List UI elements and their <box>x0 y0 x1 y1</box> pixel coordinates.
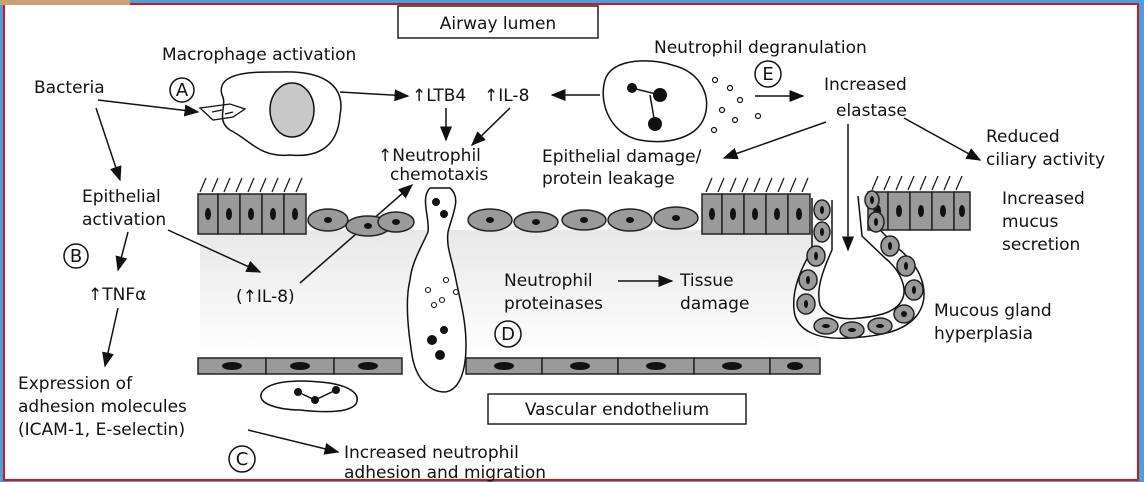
increased-adhesion-label-2: adhesion and migration <box>344 463 546 482</box>
marker-c-label: C <box>236 449 249 470</box>
il8-top-label: ↑IL-8 <box>484 86 529 106</box>
increased-elastase-label-1: Increased <box>824 75 907 95</box>
mucous-gland-label-1: Mucous gland <box>934 301 1052 321</box>
epithelial-activation-label-2: activation <box>82 210 166 230</box>
expression-label-3: (ICAM-1, E-selectin) <box>18 420 185 440</box>
marker-a-label: A <box>176 80 189 101</box>
migrating-neutrophil-lobe <box>427 335 437 345</box>
tnf-label: ↑TNFα <box>88 285 146 305</box>
vessel-neutrophil <box>261 381 357 412</box>
migrating-neutrophil-lobe <box>435 350 445 360</box>
mucous-gland-label-2: hyperplasia <box>934 324 1033 344</box>
ltb4-label: ↑LTB4 <box>412 86 466 106</box>
increased-mucus-label-1: Increased <box>1002 189 1085 209</box>
tissue-damage-label-2: damage <box>680 294 749 314</box>
reduced-ciliary-label-2: ciliary activity <box>986 150 1105 170</box>
neutrophil-proteinases-label-1: Neutrophil <box>504 271 593 291</box>
marker-b-label: B <box>70 246 82 267</box>
increased-elastase-label-2: elastase <box>836 101 907 121</box>
neutrophil-chemotaxis-label-1: ↑Neutrophil <box>378 146 481 166</box>
reduced-ciliary-label-1: Reduced <box>986 127 1060 147</box>
vascular-endothelium-label: Vascular endothelium <box>525 400 709 420</box>
expression-label-1: Expression of <box>18 374 133 394</box>
marker-d-label: D <box>501 324 515 345</box>
increased-mucus-label-3: secretion <box>1002 235 1080 255</box>
epithelial-activation-label-1: Epithelial <box>82 187 161 207</box>
macrophage-activation-label: Macrophage activation <box>162 45 356 65</box>
epithelial-damage-label-1: Epithelial damage/ <box>542 147 702 167</box>
migrating-neutrophil-lobe <box>440 326 448 334</box>
increased-adhesion-label-1: Increased neutrophil <box>344 443 519 463</box>
neutrophil-degranulation-label: Neutrophil degranulation <box>654 38 867 58</box>
corner-image <box>0 0 130 5</box>
marker-e-label: E <box>762 64 773 85</box>
neutrophil-proteinases-label-2: proteinases <box>504 294 603 314</box>
epithelial-damage-label-2: protein leakage <box>542 169 675 189</box>
vascular-endothelium-cells <box>198 358 820 374</box>
il8-mid-label: (↑IL-8) <box>236 287 295 307</box>
macrophage-nucleus <box>270 83 314 137</box>
expression-label-2: adhesion molecules <box>18 397 187 417</box>
airway-lumen-label: Airway lumen <box>440 14 556 34</box>
tissue-damage-label-1: Tissue <box>679 271 734 291</box>
neutrophil-chemotaxis-label-2: chemotaxis <box>390 165 488 185</box>
migrating-neutrophil-lobe <box>440 210 448 218</box>
migrating-neutrophil-lobe <box>432 198 440 206</box>
bacteria-label: Bacteria <box>34 78 105 98</box>
increased-mucus-label-2: mucus <box>1002 212 1058 232</box>
